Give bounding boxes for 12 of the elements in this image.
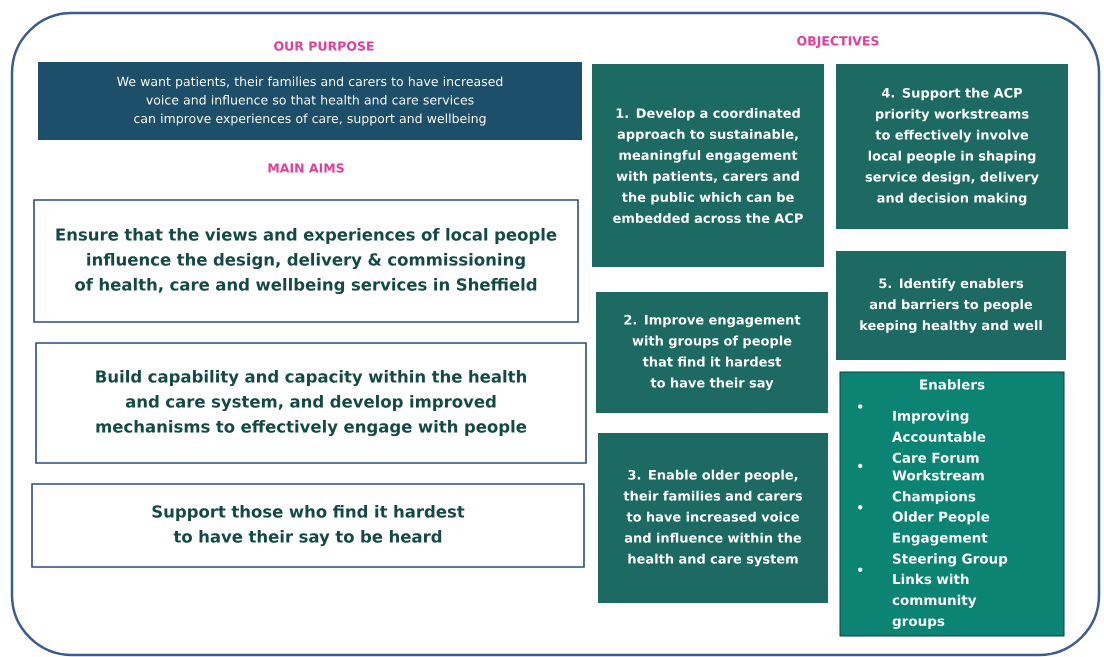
enablers-box: Enablers Improving Accountable Care Forum Workstream Champions Older People Engagement Steering Group Links with community groups — [839, 371, 1065, 637]
objective-box: 4. Support the ACP priority workstreams to effectively involve local people in shaping service design, delivery and decision making — [836, 64, 1068, 229]
section-heading: OBJECTIVES — [797, 36, 879, 48]
aim-box: Build capability and capacity within the health and care system, and develop improved mechanisms to effectively engage with people — [35, 342, 587, 464]
objective-box: 5. Identify enablers and barriers to people keeping healthy and well — [836, 251, 1066, 360]
objective-box: 2. Improve engagement with groups of people that find it hardest to have their say — [596, 292, 828, 413]
section-heading: MAIN AIMS — [268, 163, 344, 173]
objective-box: 1. Develop a coordinated approach to sustainable, meaningful engagement with patients, carers and the public which can be embedded across the ACP — [592, 64, 824, 267]
objective-box: 3. Enable older people, their families and carers to have increased voice and influence within the health and care system — [598, 433, 828, 603]
aim-box: Ensure that the views and experiences of local people influence the design, delivery & commissioning of health, care and wellbeing services in Sheffield — [33, 199, 579, 323]
aim-box: Support those who find it hardest to have their say to be heard — [31, 483, 585, 568]
purpose-box: We want patients, their families and carers to have increased voice and influence so that health and care services can improve experiences of care, support and wellbeing — [38, 62, 582, 140]
